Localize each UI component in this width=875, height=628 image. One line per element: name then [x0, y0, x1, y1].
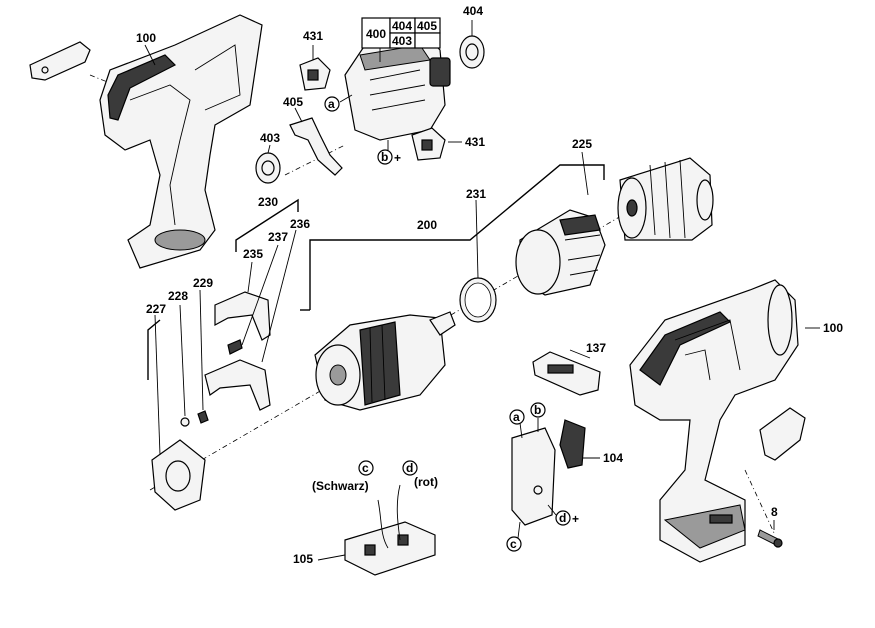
belt-clip-right	[759, 407, 806, 461]
group-bracket-227	[147, 319, 161, 380]
motor-box-403: 403	[392, 34, 412, 48]
wire-label-black: (Schwarz)	[312, 479, 369, 493]
svg-text:+: +	[572, 512, 579, 526]
group-bracket-200	[300, 164, 605, 311]
motor-part-box: 400 404 405 403	[361, 17, 441, 62]
label-225: 225	[572, 137, 592, 151]
ring-gear-227	[151, 439, 206, 511]
circlip-231	[459, 277, 497, 323]
motor-box-404: 404	[392, 19, 412, 33]
motor	[344, 34, 451, 141]
motor-bearing-404	[459, 35, 485, 69]
marker-d-switch: d +	[555, 510, 579, 526]
svg-text:c: c	[510, 537, 517, 551]
spring-229	[197, 410, 209, 424]
group-bracket-230	[235, 198, 299, 252]
clutch-ring	[515, 209, 606, 296]
belt-clip-left	[29, 41, 91, 81]
svg-text:b: b	[534, 403, 541, 417]
label-431-top: 431	[303, 29, 323, 43]
label-8: 8	[771, 505, 778, 519]
label-228: 228	[168, 289, 188, 303]
gear-cover-235	[214, 291, 271, 341]
direction-switch-137	[532, 351, 601, 396]
marker-c-switch: c	[506, 536, 522, 552]
motor-box-400: 400	[366, 27, 386, 41]
svg-text:+: +	[394, 151, 401, 165]
label-236: 236	[290, 217, 310, 231]
screw-8	[757, 529, 783, 548]
gearbox	[314, 311, 456, 411]
marker-c-wire: c	[358, 460, 374, 476]
brush-holder-top	[299, 57, 331, 91]
label-229: 229	[193, 276, 213, 290]
keyless-chuck	[617, 157, 714, 241]
label-104: 104	[603, 451, 623, 465]
motor-bearing-403	[255, 152, 281, 184]
wire-label-red: (rot)	[414, 475, 438, 489]
label-137: 137	[586, 341, 606, 355]
marker-b-motor: b +	[377, 149, 401, 165]
label-237: 237	[268, 230, 288, 244]
label-100-right: 100	[823, 321, 843, 335]
svg-text:b: b	[381, 150, 388, 164]
label-405: 405	[283, 95, 303, 109]
svg-text:d: d	[559, 511, 566, 525]
housing-half-right	[629, 279, 799, 563]
battery-terminal-105	[344, 484, 436, 576]
brush-spring-405	[289, 117, 343, 176]
label-105: 105	[293, 552, 313, 566]
label-235: 235	[243, 247, 263, 261]
leader-lines	[144, 20, 820, 561]
svg-text:a: a	[513, 410, 520, 424]
ball-228	[180, 417, 190, 427]
marker-a-switch: a	[509, 409, 525, 425]
svg-text:d: d	[406, 461, 413, 475]
svg-text:c: c	[362, 461, 369, 475]
motor-box-405: 405	[417, 19, 437, 33]
label-404: 404	[463, 4, 483, 18]
marker-b-switch: b	[530, 402, 546, 418]
gear-cover-236	[204, 359, 271, 411]
brush-holder-right	[411, 127, 446, 161]
marker-a-motor: a	[324, 96, 340, 112]
trigger-switch-104	[511, 419, 586, 526]
label-431-right: 431	[465, 135, 485, 149]
spring-237	[227, 339, 243, 355]
housing-half-left	[99, 14, 263, 269]
marker-d-wire: d	[402, 460, 418, 476]
label-100-top: 100	[136, 31, 156, 45]
label-227: 227	[146, 302, 166, 316]
label-231: 231	[466, 187, 486, 201]
label-403: 403	[260, 131, 280, 145]
svg-text:a: a	[328, 97, 335, 111]
label-200: 200	[417, 218, 437, 232]
label-230: 230	[258, 195, 278, 209]
